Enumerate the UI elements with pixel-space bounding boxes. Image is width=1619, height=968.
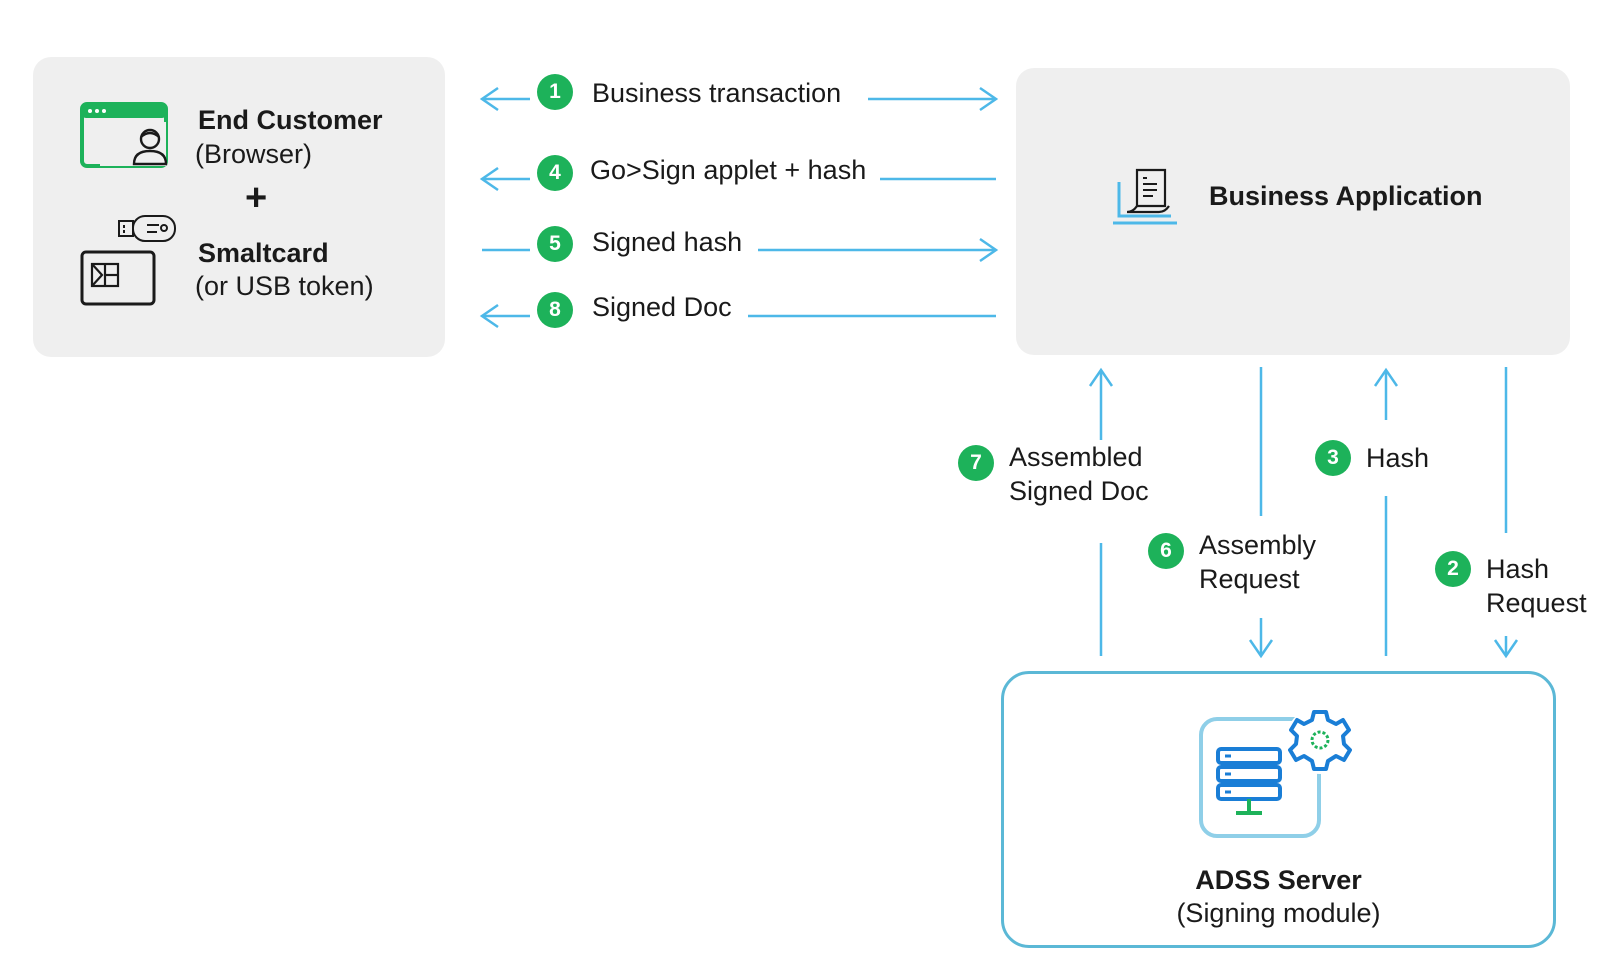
step-label-3: Hash: [1366, 443, 1430, 473]
adss-server-subtitle: (Signing module): [1176, 898, 1381, 928]
end-customer-title: End Customer: [198, 105, 383, 135]
arrow-step-8: [479, 303, 996, 329]
arrow-step-3: [1373, 367, 1399, 656]
business-application-box: Business Application: [1016, 68, 1570, 355]
step-label-6-line2: Request: [1199, 564, 1300, 594]
step-label-6-line1: Assembly: [1199, 530, 1317, 560]
step-badge-2: 2: [1435, 551, 1471, 587]
arrow-step-2: [1493, 367, 1519, 659]
end-customer-box: End Customer (Browser) + Smaltcard (or U…: [33, 57, 445, 357]
document-laptop-icon: [1113, 168, 1177, 225]
plus-sign: +: [245, 177, 268, 219]
step-label-7-line2: Signed Doc: [1009, 476, 1149, 506]
smartcard-icon: [80, 250, 156, 306]
business-application-title: Business Application: [1209, 181, 1483, 211]
step-label-7-line1: Assembled: [1009, 442, 1143, 472]
step-badge-3: 3: [1315, 440, 1351, 476]
user-icon: [132, 128, 168, 166]
adss-server-box: ADSS Server (Signing module): [1001, 671, 1556, 948]
step-label-2-line1: Hash: [1486, 554, 1550, 584]
arrow-step-7: [1088, 367, 1114, 656]
step-badge-6: 6: [1148, 533, 1184, 569]
arrow-step-5: [482, 237, 999, 263]
end-customer-subtitle: (Browser): [195, 139, 313, 169]
step-badge-5: 5: [537, 226, 573, 262]
arrow-step-6: [1248, 367, 1274, 659]
adss-server-title: ADSS Server: [1195, 865, 1362, 895]
smartcard-title: Smaltcard: [198, 238, 329, 268]
arrow-step-4: [479, 166, 996, 192]
step-label-2-line2: Request: [1486, 588, 1587, 618]
usb-token-icon: [118, 215, 176, 242]
step-label-4: Go>Sign applet + hash: [590, 155, 867, 185]
step-label-1: Business transaction: [592, 78, 842, 108]
step-label-8: Signed Doc: [592, 292, 732, 322]
step-badge-1: 1: [537, 74, 573, 110]
smartcard-subtitle: (or USB token): [195, 271, 374, 301]
step-badge-7: 7: [958, 445, 994, 481]
server-gear-icon: [1199, 709, 1354, 838]
browser-window-icon: [80, 102, 168, 168]
step-badge-8: 8: [537, 292, 573, 328]
arrow-step-1: [479, 86, 999, 112]
step-label-5: Signed hash: [592, 227, 743, 257]
step-badge-4: 4: [537, 155, 573, 191]
